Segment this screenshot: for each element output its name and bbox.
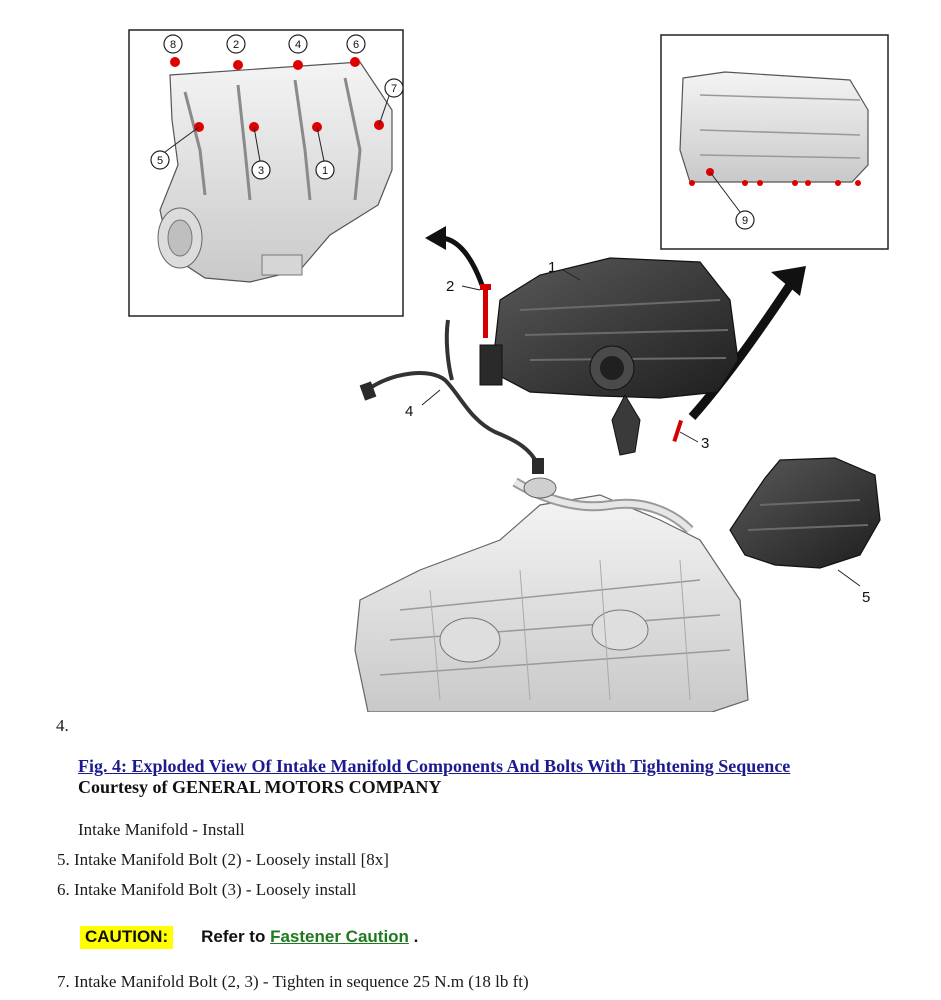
callout-main-4: 4 (405, 403, 413, 420)
callout-8: 8 (170, 39, 176, 51)
caution-suffix: . (413, 927, 419, 946)
callout-main-2: 2 (446, 278, 454, 295)
throttle-body (729, 457, 881, 569)
fastener-caution-link[interactable]: Fastener Caution (270, 927, 409, 946)
callout-4: 4 (295, 39, 301, 51)
section-heading: Intake Manifold - Install (78, 820, 245, 839)
vent-hose (368, 371, 540, 466)
engine-assembly (354, 477, 749, 713)
callout-2: 2 (233, 39, 239, 51)
callout-main-5: 5 (862, 589, 870, 606)
bolt-3 (672, 419, 683, 443)
step-5: 5. Intake Manifold Bolt (2) - Loosely in… (57, 850, 389, 869)
callout-7: 7 (391, 83, 397, 95)
callout-main-1: 1 (548, 259, 556, 276)
callout-main-3: 3 (701, 435, 709, 452)
step-6: 6. Intake Manifold Bolt (3) - Loosely in… (57, 880, 357, 899)
exploded-view-figure: 8 2 4 6 7 5 3 1 9 (128, 29, 889, 713)
caution-note: CAUTION: Refer to Fastener Caution . (80, 926, 418, 952)
callout-9: 9 (742, 215, 748, 227)
callout-3: 3 (258, 165, 264, 177)
step-number: 4. (56, 716, 69, 735)
figure-courtesy: Courtesy of GENERAL MOTORS COMPANY (78, 777, 442, 797)
inset-bolt-sequence: 8 2 4 6 7 5 3 1 (128, 29, 404, 317)
caution-badge: CAUTION: (80, 926, 174, 949)
caution-prefix: Refer to (201, 927, 266, 946)
callout-1: 1 (322, 165, 328, 177)
bolt-2 (483, 288, 488, 338)
inset-underside-bolt: 9 (660, 34, 889, 250)
intake-manifold (479, 257, 739, 456)
step-7: 7. Intake Manifold Bolt (2, 3) - Tighten… (57, 972, 529, 991)
arrow-to-right-inset (688, 282, 794, 420)
figure-title-link[interactable]: Fig. 4: Exploded View Of Intake Manifold… (78, 756, 791, 776)
callout-6: 6 (353, 39, 359, 51)
callout-5: 5 (157, 155, 163, 167)
